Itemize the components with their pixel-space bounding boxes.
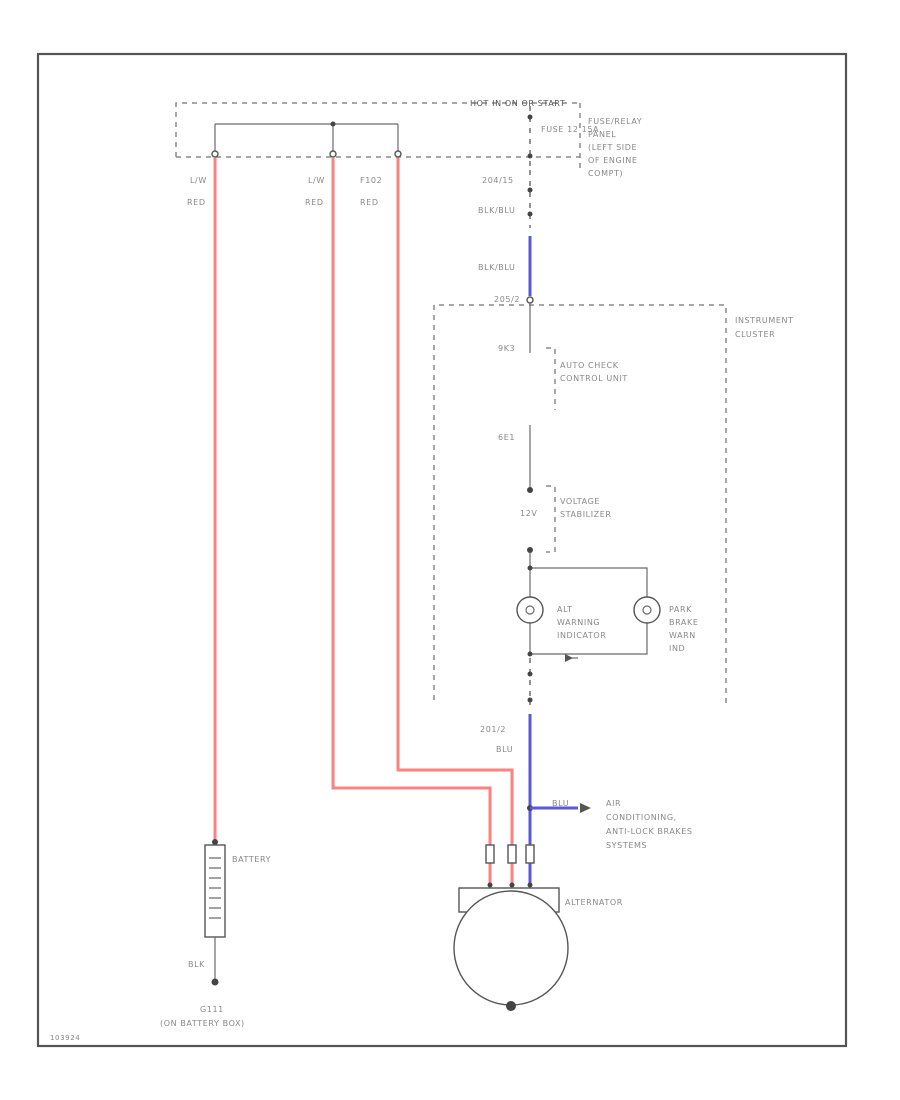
alt-terminal-3 xyxy=(525,844,535,864)
fuse-panel-bus-drops xyxy=(214,124,399,152)
diagram-frame xyxy=(36,52,848,1048)
park-brake-warn-ind-label: PARK BRAKE WARN IND xyxy=(669,605,702,653)
wire-label-lw-1: L/W xyxy=(190,176,207,185)
stabilizer-output-dot xyxy=(527,547,533,553)
cluster-connector-205 xyxy=(526,296,534,304)
connector-label-205-2: 205/2 xyxy=(494,295,520,304)
branch-arrow-icon xyxy=(580,803,591,813)
voltage-stabilizer-label: VOLTAGE STABILIZER xyxy=(560,497,612,519)
indicator-arrow-head xyxy=(565,654,573,662)
alt-pin-1 xyxy=(487,882,493,888)
wire-label-red-1: RED xyxy=(187,198,206,207)
connector-label-201-2: 201/2 xyxy=(480,725,506,734)
alt-warning-bulb-filament xyxy=(525,605,535,615)
stabilizer-input-dot xyxy=(527,487,533,493)
branch-destination-label: AIR CONDITIONING, ANTI-LOCK BRAKES SYSTE… xyxy=(606,799,696,850)
alt-warning-bulb-icon xyxy=(516,596,544,624)
fuse-panel-title: FUSE/RELAY PANEL (LEFT SIDE OF ENGINE CO… xyxy=(588,117,645,178)
alt-warning-indicator-label: ALT WARNING INDICATOR xyxy=(557,605,606,640)
alt-terminal-2 xyxy=(507,844,517,864)
battery: BATTERY BLK G111 (ON BATTERY BOX) xyxy=(160,839,271,1028)
connector-dot-1 xyxy=(527,187,533,193)
park-brake-bulb-icon xyxy=(633,596,661,624)
park-brake-bulb-filament xyxy=(642,605,652,615)
instrument-cluster-title: INSTRUMENT CLUSTER xyxy=(735,316,797,339)
alternator: ALTERNATOR xyxy=(453,844,623,1011)
bus-splice-dot xyxy=(330,121,336,127)
alt-terminal-1 xyxy=(485,844,495,864)
ground-location-label: (ON BATTERY BOX) xyxy=(160,1019,245,1028)
fuse-panel-hot-label: HOT IN ON OR START xyxy=(470,99,565,108)
wire-label-blu-1: BLU xyxy=(496,745,513,754)
fuse-relay-panel: HOT IN ON OR START FUSE 12 15A FUSE/RELA… xyxy=(175,99,645,178)
instrument-cluster-border xyxy=(433,304,727,705)
alternator-f102-red-wire xyxy=(396,158,514,884)
alternator-lw-red-wire xyxy=(331,158,492,884)
connector-label-204-15: 204/15 xyxy=(482,176,514,185)
cluster-output-dot-2 xyxy=(527,697,533,703)
fuse-12-label: FUSE 12 15A xyxy=(541,125,599,134)
warning-light-circuit: 204/15 BLK/BLU BLK/BLU 205/2 xyxy=(478,170,534,304)
ground-g111-label: G111 xyxy=(200,1005,224,1014)
alternator-label: ALTERNATOR xyxy=(565,898,623,907)
pin-6e1-label: 6E1 xyxy=(498,433,515,442)
wire-label-blk-blu-1: BLK/BLU xyxy=(478,206,516,215)
alternator-body-icon xyxy=(453,890,569,1006)
fuse-top-dot xyxy=(527,114,533,120)
lamp-splice-bottom xyxy=(527,651,533,657)
park-brake-lamp-loop xyxy=(530,567,648,655)
wire-label-f102: F102 xyxy=(360,176,382,185)
connector-dot-2 xyxy=(527,211,533,217)
ground-g111-dot xyxy=(211,978,219,986)
wire-label-blu-branch: BLU xyxy=(552,799,569,808)
diagram-id-label: 103924 xyxy=(50,1034,80,1042)
battery-positive-terminal xyxy=(212,839,218,845)
voltage-stabilizer-outline xyxy=(546,485,556,553)
alternator-ground-dot xyxy=(506,1001,516,1011)
auto-check-pin-label: 9K3 xyxy=(498,344,515,353)
battery-body xyxy=(204,844,226,938)
instrument-cluster: INSTRUMENT CLUSTER 9K3 AUTO CHECK CONTRO… xyxy=(433,303,797,705)
fuse-panel-border-left xyxy=(175,102,580,157)
alt-pin-3 xyxy=(527,882,533,888)
lamp-splice-top xyxy=(527,565,533,571)
fuse-panel-terminal-2 xyxy=(329,150,337,158)
fuse-panel-terminal-1 xyxy=(211,150,219,158)
wire-label-red-2: RED xyxy=(305,198,324,207)
alt-pin-2 xyxy=(509,882,515,888)
battery-cells-icon xyxy=(209,857,221,919)
red-wires: L/W RED L/W RED F102 RED xyxy=(187,158,514,884)
wire-label-blk-blu-2: BLK/BLU xyxy=(478,263,516,272)
wire-label-red-3: RED xyxy=(360,198,379,207)
fuse-bottom-dot xyxy=(527,153,533,159)
auto-check-control-unit-label: AUTO CHECK CONTROL UNIT xyxy=(560,361,628,383)
wire-label-lw-2: L/W xyxy=(308,176,325,185)
cluster-output-dot-1 xyxy=(527,671,533,677)
stabilizer-12v-label: 12V xyxy=(520,509,537,518)
fuse-panel-terminal-3 xyxy=(394,150,402,158)
auto-check-unit-outline xyxy=(546,347,556,410)
battery-label: BATTERY xyxy=(232,855,271,864)
wire-label-blk-ground: BLK xyxy=(188,960,205,969)
